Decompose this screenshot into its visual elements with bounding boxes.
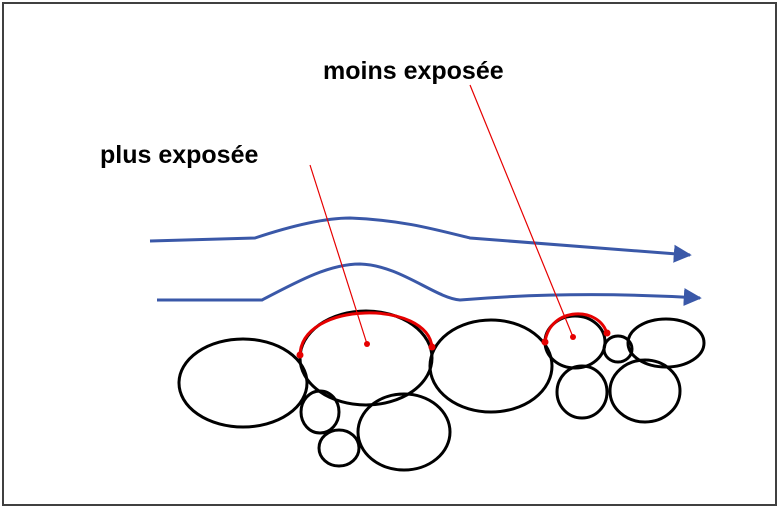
- flow-line-lower: [157, 262, 702, 307]
- exposure-endpoint: [428, 343, 436, 351]
- exposure-arc-large: [298, 311, 434, 357]
- label-more-exposed: plus exposée: [100, 141, 258, 169]
- pebble: [177, 337, 309, 429]
- pebble: [428, 318, 554, 414]
- leader-line-more-exposed: [309, 164, 368, 345]
- pebble-bed: [177, 309, 706, 472]
- exposure-endpoints: [296, 329, 611, 359]
- exposure-endpoint: [296, 351, 304, 359]
- pebble: [608, 358, 682, 424]
- label-less-exposed: moins exposée: [323, 57, 504, 85]
- flow-line-upper: [149, 216, 692, 263]
- leader-line-less-exposed: [469, 84, 574, 338]
- pebble: [555, 364, 609, 420]
- exposure-markers: [298, 311, 609, 357]
- pebble: [602, 334, 634, 364]
- pebble: [317, 428, 361, 468]
- pebble: [356, 392, 452, 472]
- exposure-endpoint: [541, 338, 549, 346]
- exposure-endpoint: [603, 329, 611, 337]
- pebble: [299, 389, 341, 435]
- leader-lines: [309, 84, 574, 345]
- exposure-arc-small: [543, 312, 609, 343]
